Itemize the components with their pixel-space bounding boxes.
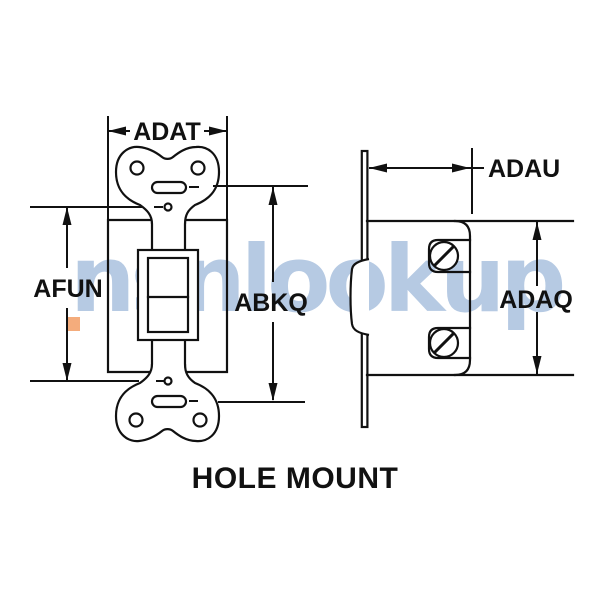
centerline-dashes-top [154,186,199,208]
dimension-adaq: ADAQ [499,222,573,374]
bottom-mounting-ear [114,363,221,443]
screw-head-top [428,240,460,272]
side-view [349,149,575,429]
dimension-label-adau: ADAU [488,155,560,183]
ear-hole-right [190,160,206,176]
front-view [106,145,229,443]
dimension-abkq: ABKQ [213,185,308,403]
strap-hole-bottom [163,376,173,386]
dimension-label-adaq: ADAQ [499,286,573,314]
watermark-accent-square [67,317,80,331]
dimension-label-afun: AFUN [33,275,102,303]
ear-hole-left [129,160,145,176]
dimension-label-adat: ADAT [133,118,201,146]
screw-head-bottom [428,327,460,359]
dimension-adau: ADAU [369,148,560,214]
centerline-dashes-bottom [156,380,198,402]
toggle-lever-side [349,257,370,337]
top-mounting-ear [114,145,221,225]
mounting-strap [150,219,187,369]
switch-body-outline [106,218,229,374]
ear-slot [150,180,188,195]
dimension-adat: ADAT [107,116,228,219]
caption: HOLE MOUNT [192,462,399,495]
ear-slot [150,394,188,409]
dimension-label-abkq: ABKQ [234,289,308,317]
side-body-right-edge [453,219,472,377]
strap-hole-top [163,202,173,212]
ear-hole-left [128,412,144,428]
ear-hole-right [192,412,208,428]
dimension-afun: AFUN [30,206,142,382]
toggle-handle [136,248,200,342]
